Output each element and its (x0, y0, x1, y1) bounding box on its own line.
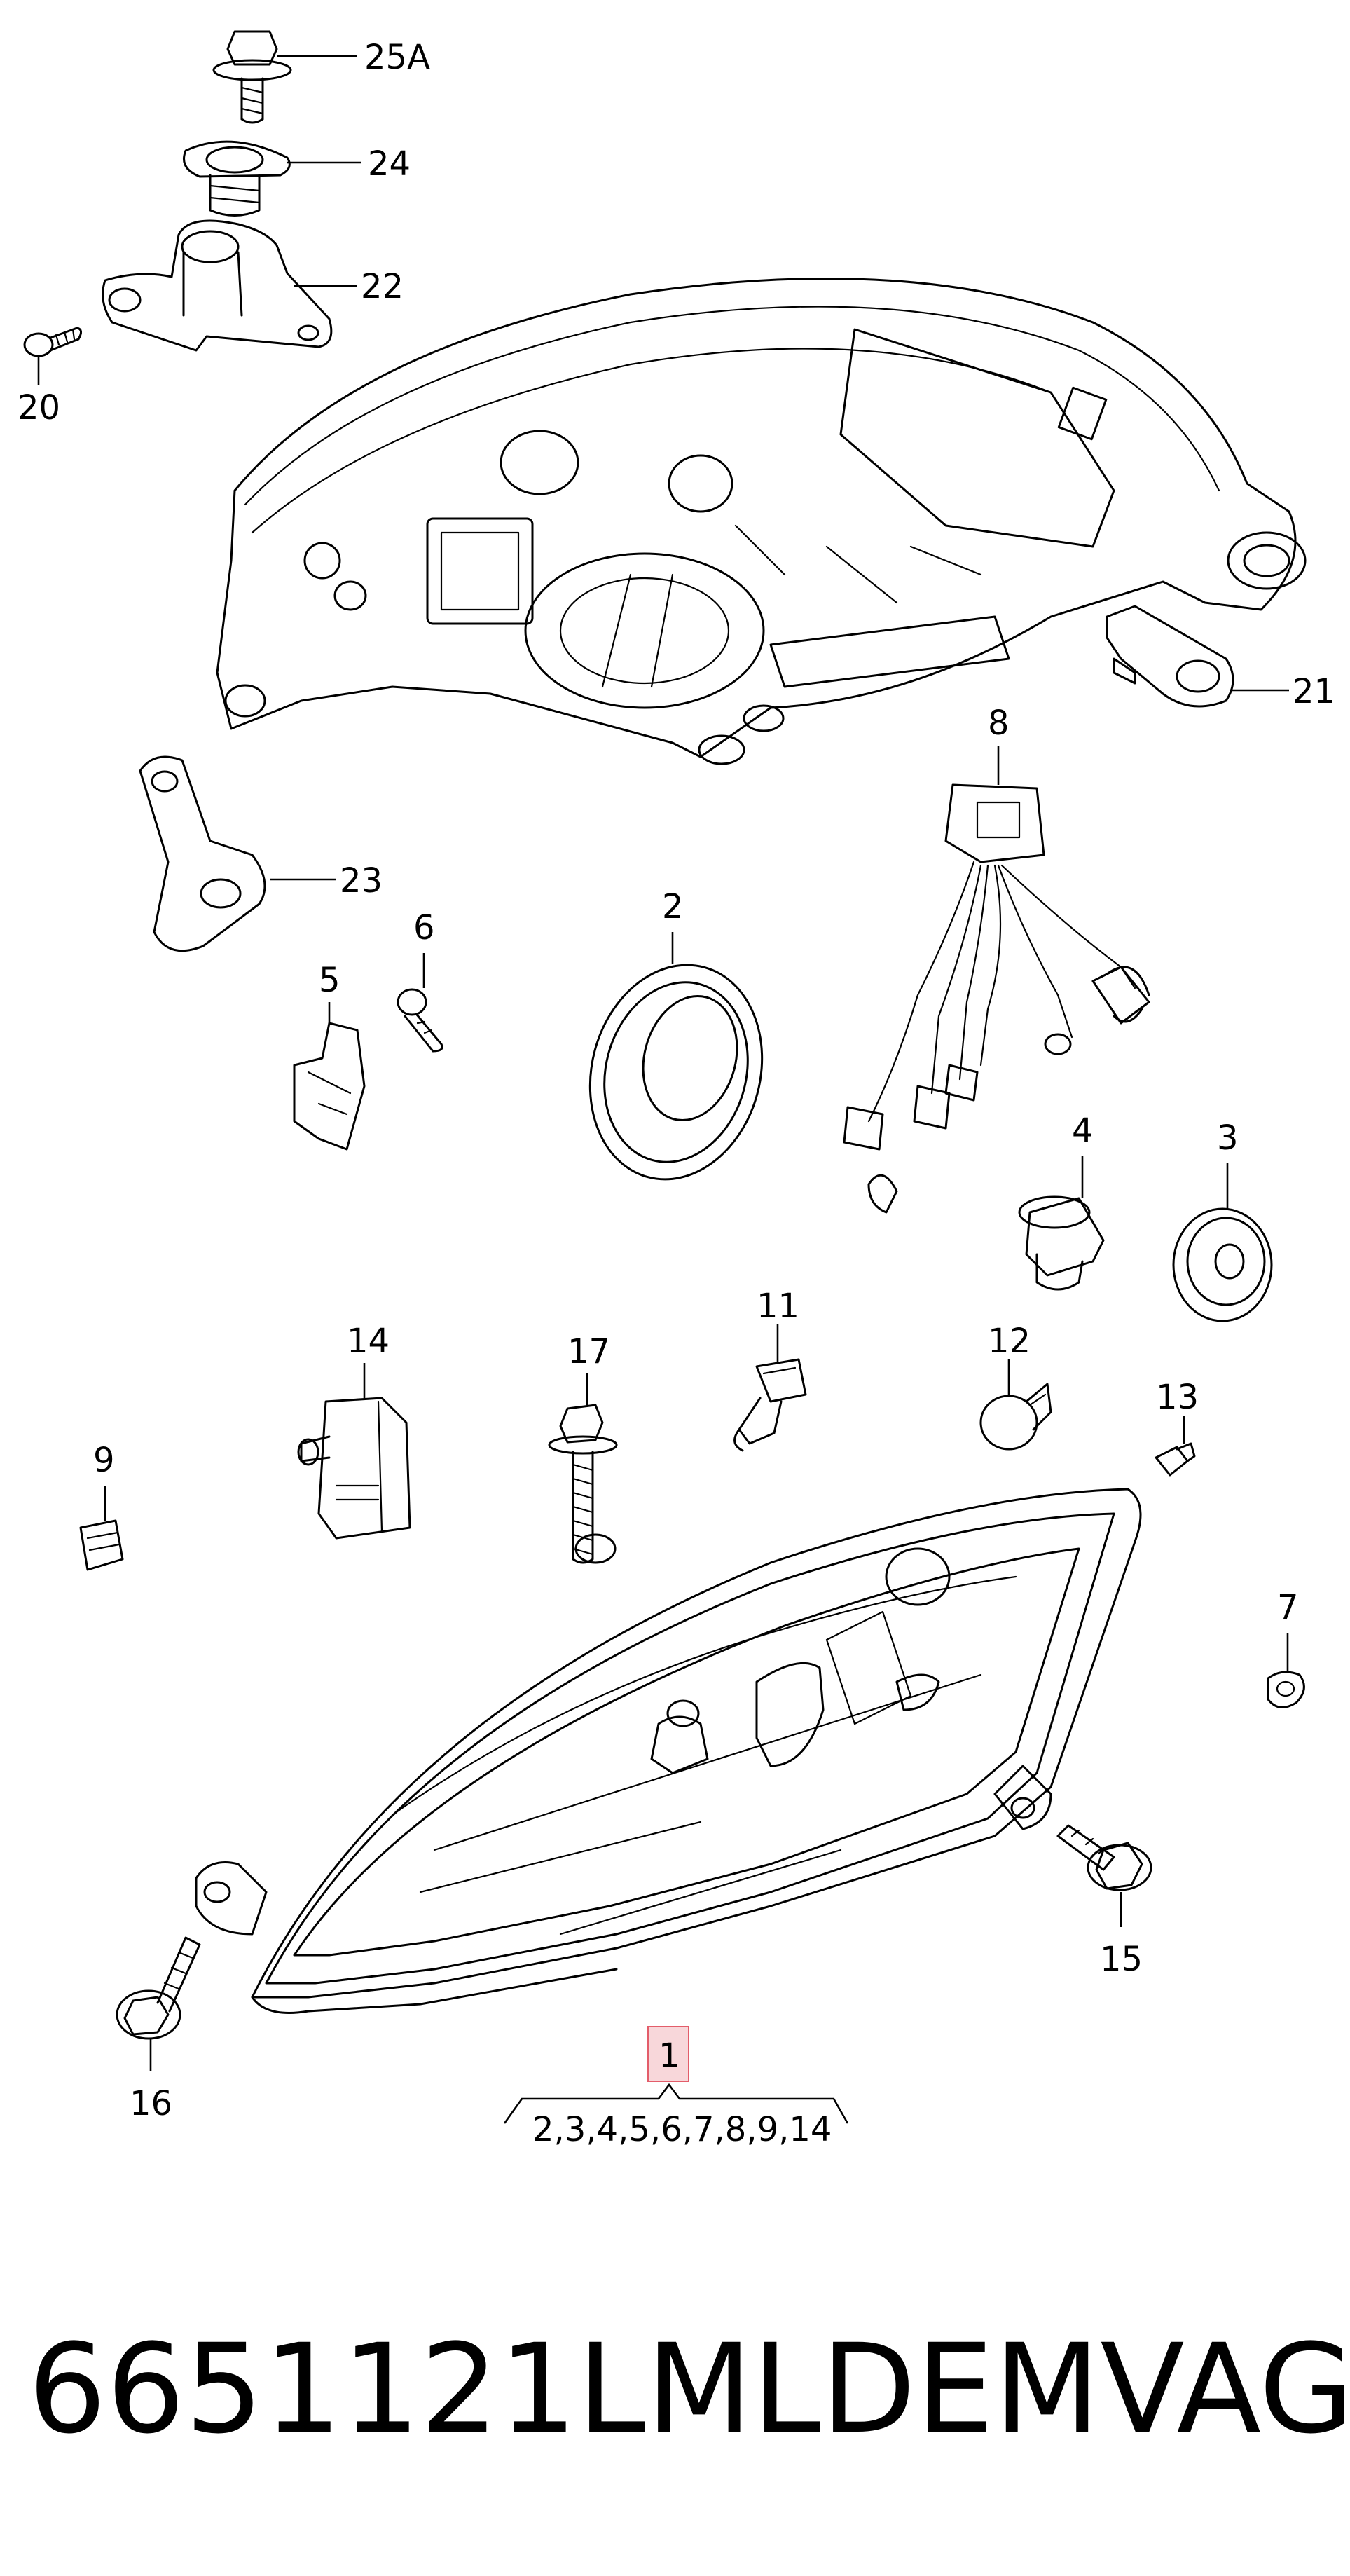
callout-25a: 25A (364, 38, 430, 77)
callout-2: 2 (662, 887, 684, 926)
footer: 6651121LMLDEM VAG (28, 2306, 1350, 2474)
callout-24: 24 (368, 144, 411, 184)
callout-13: 13 (1156, 1378, 1199, 1417)
callout-12: 12 (988, 1322, 1031, 1361)
callout-20: 20 (18, 388, 60, 427)
part-12-bulb (979, 1359, 1052, 1451)
callout-23: 23 (340, 861, 383, 900)
part-2-seal-ring (588, 932, 764, 1181)
part-25a-bolt (212, 30, 357, 124)
part-9-cover (79, 1486, 124, 1571)
part-3-cap (1172, 1163, 1273, 1322)
part-14-leveling-motor (297, 1363, 411, 1540)
part-15-bolt (1056, 1824, 1152, 1927)
callout-11: 11 (757, 1287, 799, 1326)
part-24-grommet (183, 140, 361, 217)
part-22-bracket (102, 219, 357, 352)
callout-6: 6 (413, 908, 435, 947)
part-20-screw (23, 327, 82, 385)
part-8-wiring-harness (843, 746, 1150, 1214)
callout-7: 7 (1277, 1588, 1299, 1627)
callout-1[interactable]: 1 (659, 2036, 680, 2076)
headlight-assembly-front (195, 1488, 1142, 2014)
part-7-clip (1267, 1633, 1305, 1708)
callout-16: 16 (130, 2084, 172, 2123)
part-4-bulb-socket (1018, 1156, 1105, 1291)
callout-17: 17 (567, 1332, 610, 1371)
part-16-bolt (116, 1936, 201, 2071)
part-13-bulb (1155, 1416, 1196, 1477)
callout-4: 4 (1072, 1111, 1094, 1151)
assembly-contents-label: 2,3,4,5,6,7,8,9,14 (532, 2110, 832, 2149)
callout-8: 8 (988, 704, 1010, 743)
part-11-bulb (733, 1324, 807, 1452)
callout-1-highlight (647, 2026, 689, 2082)
callout-21: 21 (1293, 672, 1335, 711)
callout-3: 3 (1217, 1118, 1239, 1158)
part-5-clip (293, 1002, 366, 1151)
callout-15: 15 (1100, 1940, 1143, 1979)
part-23-bracket (139, 755, 336, 952)
callout-9: 9 (93, 1441, 115, 1480)
part-17-long-bolt (548, 1373, 618, 1564)
part-number: 6651121LMLDEM (28, 2317, 1101, 2461)
callout-14: 14 (347, 1322, 390, 1361)
part-21-clip (1106, 605, 1289, 708)
brand: VAG (1100, 2317, 1350, 2461)
callout-5: 5 (319, 961, 340, 1000)
headlight-housing-rear (216, 278, 1307, 765)
part-6-screw (397, 953, 443, 1053)
callout-1-group (503, 2026, 849, 2124)
callout-22: 22 (361, 267, 404, 306)
